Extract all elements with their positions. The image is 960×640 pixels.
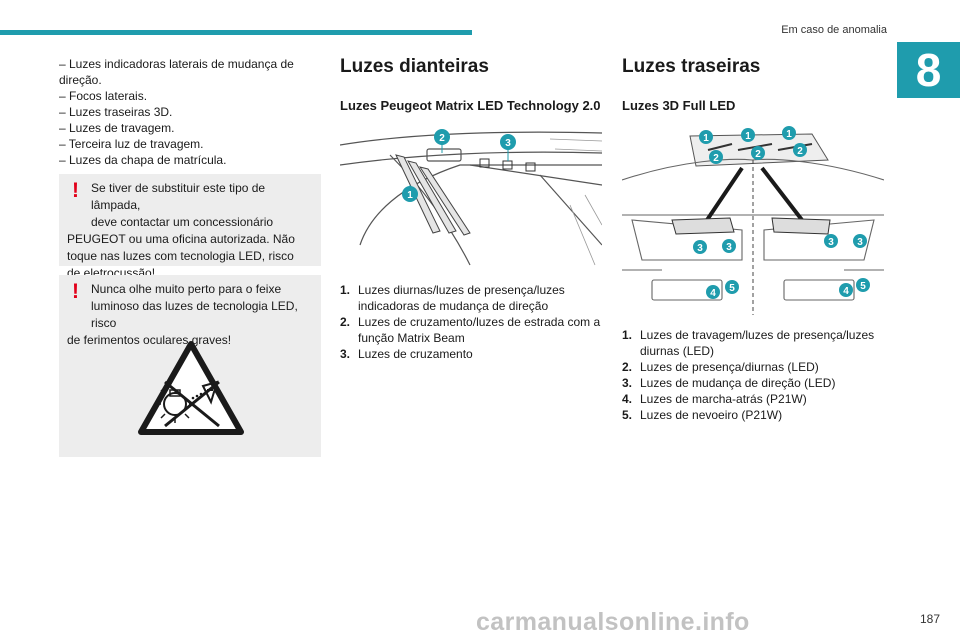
section-title: Em caso de anomalia [781, 24, 887, 36]
section-heading-front-lights: Luzes dianteiras [340, 56, 489, 77]
callout-badge-5: 5 [856, 278, 870, 292]
page-number: 187 [919, 612, 940, 626]
svg-text:2: 2 [755, 149, 761, 160]
svg-text:5: 5 [729, 283, 735, 294]
column-1: – Luzes indicadoras laterais de mudança … [59, 56, 321, 168]
svg-text:3: 3 [857, 237, 863, 248]
column-3: Luzes traseiras Luzes 3D Full LED 1 1 1 … [622, 56, 884, 423]
legend-item: 2.Luzes de presença/diurnas (LED) [622, 360, 819, 374]
svg-text:1: 1 [786, 129, 792, 140]
svg-text:5: 5 [860, 281, 866, 292]
svg-text:2: 2 [797, 146, 803, 157]
callout-badge-1: 1 [741, 128, 755, 142]
callout-badge-3: 3 [853, 234, 867, 248]
svg-text:3: 3 [828, 237, 834, 248]
front-headlight-illustration: 1 2 3 [340, 129, 602, 266]
callout-badge-2: 2 [709, 150, 723, 164]
list-item: – Luzes traseiras 3D. [59, 105, 173, 119]
callout-badge-2: 2 [793, 143, 807, 157]
legend-item: 1.Luzes diurnas/luzes de presença/luzes … [340, 283, 565, 313]
callout-badge-5: 5 [725, 280, 739, 294]
chapter-number-tab: 8 [897, 42, 960, 98]
svg-text:2: 2 [713, 153, 719, 164]
callout-badge-4: 4 [839, 283, 853, 297]
watermark: carmanualsonline.info [476, 608, 750, 636]
warning-icon: ! [72, 280, 79, 303]
rear-lights-illustration: 1 1 1 2 2 2 3 3 3 3 4 5 4 5 [622, 126, 884, 315]
legend-item: 3.Luzes de mudança de direção (LED) [622, 376, 836, 390]
do-not-look-at-light-icon [138, 341, 244, 435]
legend-item: 2.Luzes de cruzamento/luzes de estrada c… [340, 315, 601, 345]
svg-text:1: 1 [407, 190, 413, 201]
svg-text:4: 4 [843, 286, 849, 297]
section-heading-rear-lights: Luzes traseiras [622, 56, 761, 77]
callout-badge-3: 3 [693, 240, 707, 254]
callout-badge-1: 1 [402, 186, 418, 202]
callout-badge-2: 2 [434, 129, 450, 145]
list-item: – Focos laterais. [59, 89, 148, 103]
callout-badge-3: 3 [500, 134, 516, 150]
subheading-3d-full-led: Luzes 3D Full LED [622, 98, 736, 113]
svg-text:3: 3 [726, 242, 732, 253]
callout-badge-1: 1 [782, 126, 796, 140]
bulb-type-list: – Luzes indicadoras laterais de mudança … [59, 56, 321, 168]
svg-text:3: 3 [505, 138, 511, 149]
svg-text:1: 1 [703, 133, 709, 144]
legend-item: 3.Luzes de cruzamento [340, 347, 473, 361]
warning-text: Se tiver de substituir este tipo de lâmp… [67, 181, 295, 280]
front-lights-legend: 1.Luzes diurnas/luzes de presença/luzes … [340, 282, 602, 362]
warning-icon: ! [72, 179, 79, 202]
list-item: – Terceira luz de travagem. [59, 137, 204, 151]
callout-badge-4: 4 [706, 285, 720, 299]
legend-item: 1.Luzes de travagem/luzes de presença/lu… [622, 328, 875, 358]
callout-badge-3: 3 [824, 234, 838, 248]
svg-text:3: 3 [697, 243, 703, 254]
svg-text:1: 1 [745, 131, 751, 142]
warning-text: Nunca olhe muito perto para o feixe lumi… [67, 282, 298, 347]
callout-badge-1: 1 [699, 130, 713, 144]
column-2: Luzes dianteiras Luzes Peugeot Matrix LE… [340, 56, 602, 362]
list-item: – Luzes de travagem. [59, 121, 175, 135]
legend-item: 4.Luzes de marcha-atrás (P21W) [622, 392, 807, 406]
callout-badge-3: 3 [722, 239, 736, 253]
warning-box-led-replacement: ! Se tiver de substituir este tipo de lâ… [59, 174, 321, 280]
svg-text:4: 4 [710, 288, 716, 299]
legend-item: 5.Luzes de nevoeiro (P21W) [622, 408, 783, 422]
subheading-matrix-led: Luzes Peugeot Matrix LED Technology 2.0 [340, 98, 601, 113]
list-item: – Luzes da chapa de matrícula. [59, 153, 227, 167]
list-item: – Luzes indicadoras laterais de mudança … [59, 57, 294, 87]
svg-text:2: 2 [439, 133, 445, 144]
warning-box-eye-injury: ! Nunca olhe muito perto para o feixe lu… [59, 275, 321, 457]
rear-lights-legend: 1.Luzes de travagem/luzes de presença/lu… [622, 327, 884, 423]
callout-badge-2: 2 [751, 146, 765, 160]
header-accent-bar [0, 30, 472, 35]
